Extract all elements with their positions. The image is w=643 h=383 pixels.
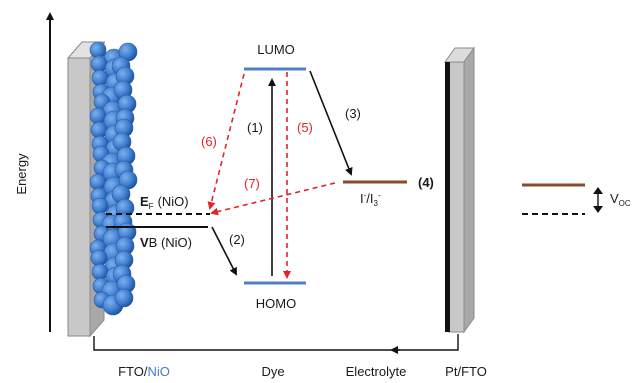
pt-fto-label: Pt/FTO [445,364,487,379]
redox-label: I-/I3- [360,191,381,208]
fermi-level-label: EF(NiO) [140,194,189,211]
external-circuit [93,334,459,354]
nio-particle [90,121,108,139]
nio-particle [91,197,109,215]
nio-particle [91,263,109,281]
fto-nio-label: FTO/NiO [118,364,170,379]
nio-particle [90,249,108,267]
lumo-label: LUMO [257,42,295,57]
step-5-label: (5) [297,120,313,135]
step-6-label: (6) [201,134,217,149]
dye-label: Dye [261,364,284,379]
arrow-7 [210,182,336,216]
step-7-label: (7) [244,176,260,191]
voc-label: VOC [610,191,631,208]
nio-particle [89,107,107,125]
arrow-3 [309,70,353,176]
nio-particle [114,288,134,308]
nio-nanoparticle-layer [89,41,138,316]
valence-band-label: VB (NiO) [140,235,192,250]
nio-particle [89,173,107,191]
step-4-label: (4) [418,175,434,190]
nio-particle [89,41,107,59]
step-3-label: (3) [345,106,361,121]
step-2-label: (2) [229,232,245,247]
energy-axis: Energy [14,12,54,332]
step-1-label: (1) [247,120,263,135]
voc-indicator: VOC [522,183,631,215]
arrow-2 [211,226,237,276]
nio-particle [90,55,108,73]
energy-axis-label: Energy [14,153,29,195]
electrolyte-label: Electrolyte [346,364,407,379]
homo-label: HOMO [256,296,296,311]
nio-particle [91,69,109,87]
pt-fto-electrode [444,46,475,334]
